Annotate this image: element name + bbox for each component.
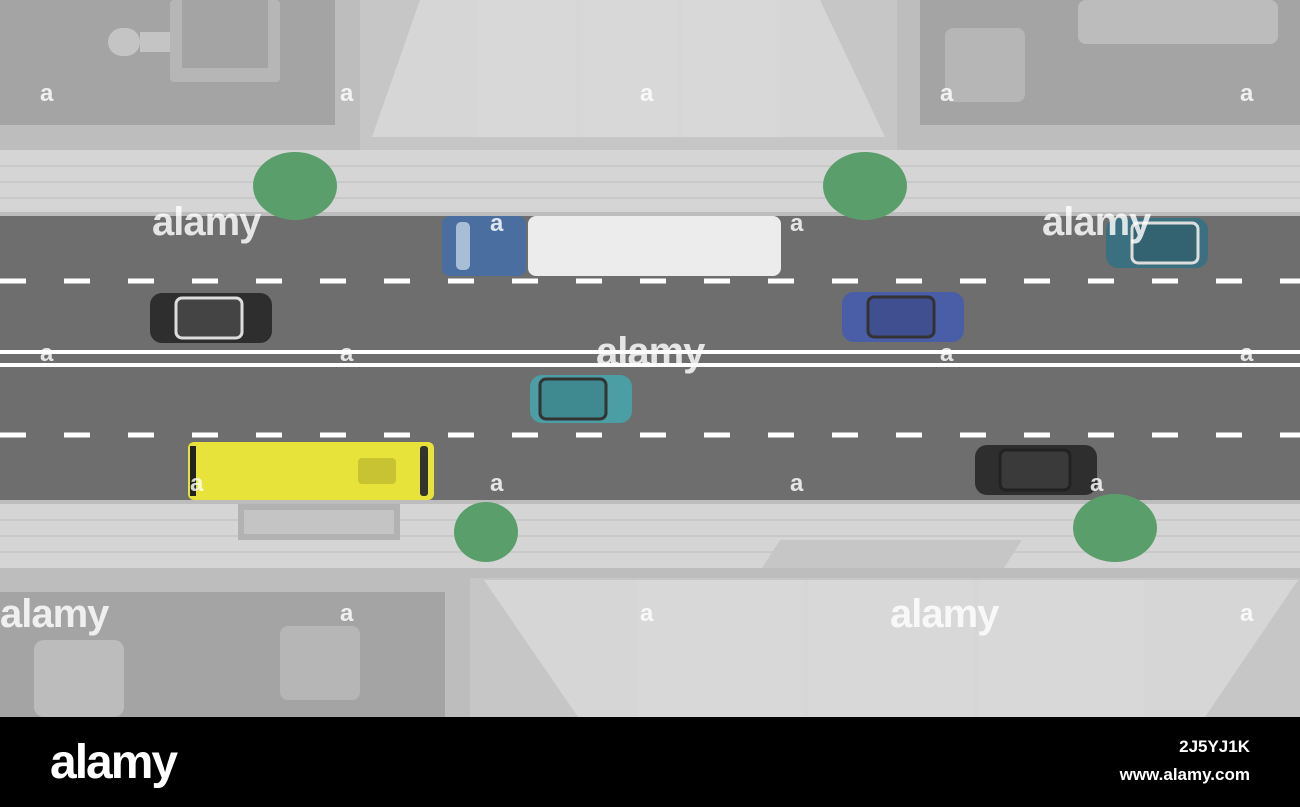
truck-cab — [442, 216, 526, 276]
trees — [253, 152, 1157, 562]
watermark-a-15: a — [1090, 470, 1103, 497]
street-illustration — [0, 0, 1300, 717]
truck — [442, 216, 781, 276]
car-black-2 — [975, 445, 1097, 495]
center-line-1 — [0, 350, 1300, 354]
tree-1 — [253, 152, 337, 220]
watermark-1: alamy — [152, 200, 261, 244]
rooftop-slab — [1078, 0, 1278, 44]
watermark-4: alamy — [0, 592, 109, 636]
watermark-a-10: a — [940, 340, 953, 367]
watermark-a-8: a — [40, 340, 53, 367]
rooftop-tank — [34, 640, 124, 717]
truck-trailer — [528, 216, 781, 276]
car-teal — [530, 375, 632, 423]
tree-3 — [454, 502, 518, 562]
center-line-2 — [0, 363, 1300, 367]
rooftop-pipe — [108, 28, 140, 56]
roof-panel-3 — [682, 0, 780, 137]
watermark-a-4: a — [940, 80, 953, 107]
awning-bottom — [762, 540, 1022, 568]
site-url: www.alamy.com — [1119, 765, 1250, 784]
watermark-a-6: a — [490, 210, 503, 237]
watermark-3: alamy — [1042, 200, 1151, 244]
watermark-a-1: a — [40, 80, 53, 107]
watermark-a-18: a — [1240, 600, 1253, 627]
sidewalk-top — [0, 150, 1300, 212]
car-blue — [842, 292, 964, 342]
watermark-5: alamy — [890, 592, 999, 636]
image-id: 2J5YJ1K — [1179, 737, 1250, 756]
footer-bar: alamy 2J5YJ1K www.alamy.com — [0, 717, 1300, 807]
tree-2 — [823, 152, 907, 220]
hvac-unit-bottom — [280, 626, 360, 700]
hvac-unit-top — [945, 28, 1025, 102]
watermark-a-17: a — [640, 600, 653, 627]
alamy-logo: alamy — [50, 736, 178, 789]
watermark-a-13: a — [490, 470, 503, 497]
watermark-2: alamy — [596, 330, 705, 374]
rooftop-pipe-arm — [140, 32, 170, 52]
car-dark-teal — [1106, 218, 1208, 268]
roof-panel-1 — [478, 0, 576, 137]
sidewalk-tiles-top — [0, 165, 1300, 199]
watermark-a-2: a — [340, 80, 353, 107]
watermark-a-3: a — [640, 80, 653, 107]
bus — [188, 442, 434, 500]
car-black-1 — [150, 293, 272, 343]
watermark-a-7: a — [790, 210, 803, 237]
rooftop-inner — [182, 0, 268, 68]
watermark-a-9: a — [340, 340, 353, 367]
roof-panel-2 — [580, 0, 678, 137]
watermark-a-11: a — [1240, 340, 1253, 367]
watermark-a-14: a — [790, 470, 803, 497]
tree-4 — [1073, 494, 1157, 562]
watermark-a-12: a — [190, 470, 203, 497]
watermark-a-5: a — [1240, 80, 1253, 107]
watermark-a-16: a — [340, 600, 353, 627]
street-scene: alamy alamy alamy alamy alamy a a a a a … — [0, 0, 1300, 717]
